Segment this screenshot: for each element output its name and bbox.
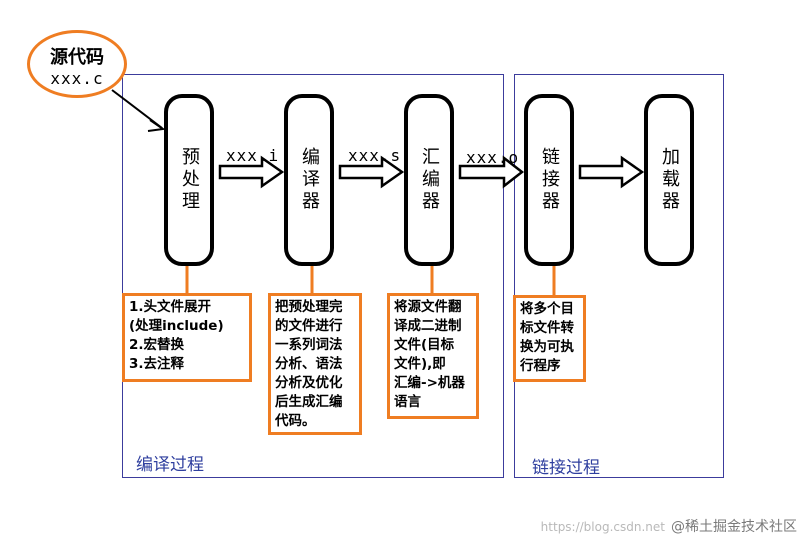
note-line: 文件),即: [394, 356, 446, 372]
stage-compiler: 编译器: [284, 94, 334, 266]
note-line: 汇编->机器: [394, 375, 465, 391]
compile-region: [122, 74, 504, 478]
watermark: https://blog.csdn.net @稀土掘金技术社区: [541, 516, 797, 536]
source-title: 源代码: [50, 47, 104, 68]
note-line: 3.去注释: [129, 356, 185, 372]
note-line: 将源文件翻: [394, 299, 462, 315]
note-line: 后生成汇编: [275, 394, 343, 410]
note-line: 语言: [394, 394, 421, 410]
note-line: 标文件转: [520, 320, 574, 336]
source-arrow-head: [147, 119, 166, 132]
arrow-assembler-linker: [458, 155, 525, 189]
note-line: 的文件进行: [275, 318, 343, 334]
stage-preprocessor: 预处理: [164, 94, 214, 266]
note-line: 换为可执: [520, 339, 574, 355]
note-line: 一系列词法: [275, 337, 343, 353]
file-label-i: xxx.i: [226, 146, 280, 165]
stage-label: 链接器: [539, 147, 560, 213]
stage-linker: 链接器: [524, 94, 574, 266]
link-region-label: 链接过程: [532, 458, 600, 478]
stage-assembler: 汇编器: [404, 94, 454, 266]
note-line: 分析、语法: [275, 356, 343, 372]
arrow-preprocessor-compiler: [218, 155, 285, 189]
stage-label: 编译器: [299, 147, 320, 213]
stage-label: 汇编器: [419, 147, 440, 213]
stage-label: 预处理: [179, 147, 200, 213]
note-line: 译成二进制: [394, 318, 462, 334]
note-line: 代码。: [275, 413, 316, 429]
watermark-url: https://blog.csdn.net: [540, 520, 665, 534]
note-line: 文件(目标: [394, 337, 455, 353]
note-preprocessor: 1.头文件展开 (处理include) 2.宏替换 3.去注释: [122, 293, 252, 382]
note-line: 分析及优化: [275, 375, 343, 391]
note-line: 行程序: [520, 358, 561, 374]
note-line: 把预处理完: [275, 299, 343, 315]
compile-region-label: 编译过程: [136, 455, 204, 475]
source-code-node: 源代码 xxx.c: [27, 30, 127, 98]
note-assembler: 将源文件翻 译成二进制 文件(目标 文件),即 汇编->机器 语言: [387, 293, 479, 419]
source-file: xxx.c: [50, 69, 104, 88]
watermark-brand: @稀土掘金技术社区: [671, 519, 797, 535]
file-label-o: xxx.o: [466, 148, 520, 167]
note-line: 1.头文件展开: [129, 299, 212, 315]
stage-label: 加载器: [659, 147, 680, 213]
file-label-s: xxx.s: [348, 146, 402, 165]
note-compiler: 把预处理完 的文件进行 一系列词法 分析、语法 分析及优化 后生成汇编 代码。: [268, 293, 362, 435]
stage-loader: 加载器: [644, 94, 694, 266]
arrow-linker-loader: [578, 155, 645, 189]
note-line: 2.宏替换: [129, 337, 185, 353]
arrow-compiler-assembler: [338, 155, 405, 189]
note-linker: 将多个目 标文件转 换为可执 行程序: [513, 295, 586, 382]
note-line: (处理include): [129, 318, 224, 334]
link-region: [514, 74, 724, 478]
note-line: 将多个目: [520, 301, 574, 317]
